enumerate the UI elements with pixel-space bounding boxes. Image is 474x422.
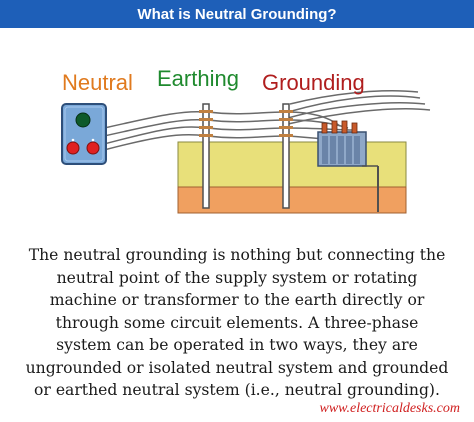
title-banner: What is Neutral Grounding?: [0, 0, 474, 28]
description-line: ungrounded or isolated neutral system an…: [25, 358, 449, 377]
description-line: neutral point of the supply system or ro…: [56, 268, 418, 287]
page-title: What is Neutral Grounding?: [137, 5, 337, 23]
neutral-grounding-illustration: Neutral Earthing Grounding: [61, 66, 431, 214]
description-line: through some circuit elements. A three-p…: [55, 313, 419, 332]
description-text: The neutral grounding is nothing but con…: [8, 244, 466, 402]
description-line: The neutral grounding is nothing but con…: [28, 246, 446, 264]
grounding-label: Grounding: [262, 70, 365, 95]
utility-pole-icon: [199, 103, 213, 209]
overhead-wires: [103, 90, 431, 151]
control-panel-icon: [61, 103, 107, 165]
description-line: machine or transformer to the earth dire…: [49, 291, 425, 309]
description-line: system can be operated in two ways, they…: [56, 336, 418, 354]
description-line: or earthed neutral system (i.e., neutral…: [34, 381, 440, 399]
earthing-label: Earthing: [157, 66, 239, 91]
utility-pole-icon: [279, 103, 293, 209]
ground-topsoil: [177, 141, 407, 188]
transformer-icon: [317, 120, 367, 167]
website-link[interactable]: www.electricaldesks.com: [319, 401, 461, 416]
neutral-label: Neutral: [62, 70, 133, 95]
ground-subsoil: [177, 186, 407, 214]
